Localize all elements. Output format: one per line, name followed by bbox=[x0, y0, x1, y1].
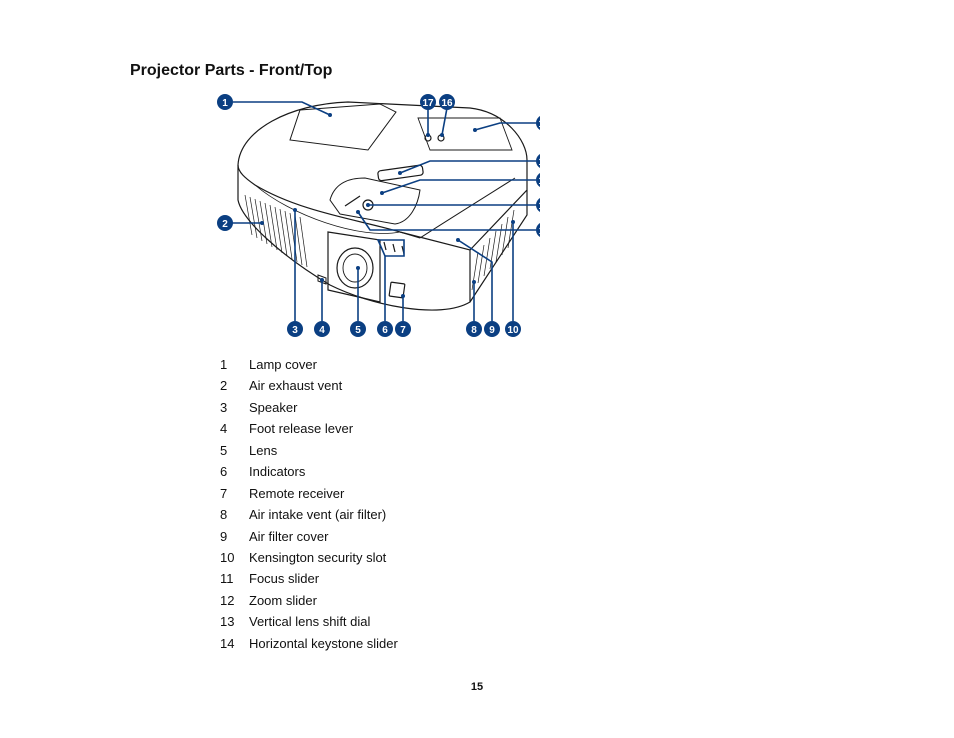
svg-text:13: 13 bbox=[538, 176, 540, 187]
callout-11: 11 bbox=[536, 223, 540, 237]
list-item: 4 Foot release lever bbox=[220, 418, 398, 439]
svg-text:11: 11 bbox=[539, 226, 540, 237]
list-item: 5 Lens bbox=[220, 440, 398, 461]
list-item: 3 Speaker bbox=[220, 397, 398, 418]
page-number: 15 bbox=[470, 681, 484, 693]
list-item: 12 Zoom slider bbox=[220, 590, 398, 611]
part-label: Foot release lever bbox=[249, 421, 354, 437]
projector-front-side bbox=[237, 165, 471, 311]
svg-text:6: 6 bbox=[382, 325, 388, 336]
projector-right-side bbox=[469, 190, 528, 303]
callout-1: 1 bbox=[217, 94, 233, 110]
part-number: 5 bbox=[220, 442, 228, 458]
part-label: Horizontal keystone slider bbox=[249, 635, 398, 651]
svg-text:7: 7 bbox=[400, 325, 406, 336]
part-label: Air exhaust vent bbox=[249, 378, 343, 394]
svg-text:3: 3 bbox=[292, 325, 298, 336]
list-item: 7 Remote receiver bbox=[220, 483, 398, 504]
svg-text:1: 1 bbox=[222, 98, 228, 109]
callout-13: 13 bbox=[536, 173, 540, 187]
svg-text:14: 14 bbox=[538, 157, 540, 168]
part-label: Remote receiver bbox=[249, 485, 345, 501]
lens-shape bbox=[336, 247, 374, 289]
exhaust-vent-grille bbox=[244, 194, 308, 268]
part-number: 4 bbox=[220, 421, 228, 437]
list-item: 13 Vertical lens shift dial bbox=[220, 611, 398, 632]
parts-list: 1 Lamp cover 2 Air exhaust vent 3 Speaker 4… bbox=[220, 354, 398, 654]
projector-top-outline bbox=[237, 101, 528, 251]
part-label: Focus slider bbox=[249, 571, 320, 587]
part-label: Lamp cover bbox=[249, 357, 317, 372]
callout-2: 2 bbox=[217, 215, 233, 231]
list-item: 11 Focus slider bbox=[220, 568, 398, 589]
list-item: 2 Air exhaust vent bbox=[220, 375, 398, 396]
part-number: 1 bbox=[220, 357, 228, 372]
callout-leaders bbox=[232, 101, 536, 321]
part-number: 14 bbox=[220, 635, 235, 651]
lamp-cover-shape bbox=[289, 103, 397, 151]
svg-text:8: 8 bbox=[471, 325, 477, 336]
svg-text:5: 5 bbox=[355, 325, 361, 336]
part-label: Kensington security slot bbox=[249, 549, 387, 565]
callout-12: 12 bbox=[536, 198, 540, 212]
part-label: Air filter cover bbox=[249, 528, 329, 544]
part-label: Lens bbox=[249, 442, 278, 458]
callout-16: 16 bbox=[439, 94, 455, 110]
svg-text:16: 16 bbox=[441, 98, 453, 109]
list-item: 8 Air intake vent (air filter) bbox=[220, 504, 398, 525]
part-number: 10 bbox=[220, 549, 235, 565]
callout-9: 9 bbox=[484, 321, 500, 337]
part-number: 9 bbox=[220, 528, 228, 544]
list-item: 10 Kensington security slot bbox=[220, 547, 398, 568]
part-number: 12 bbox=[220, 592, 235, 608]
callout-3: 3 bbox=[287, 321, 303, 337]
part-number: 7 bbox=[220, 485, 228, 501]
lens-housing bbox=[327, 231, 381, 303]
part-number: 13 bbox=[220, 614, 235, 630]
part-label: Zoom slider bbox=[249, 592, 317, 608]
part-label: Speaker bbox=[249, 399, 298, 415]
svg-text:12: 12 bbox=[538, 201, 540, 212]
part-number: 2 bbox=[220, 378, 228, 394]
callout-10: 10 bbox=[505, 321, 521, 337]
svg-text:17: 17 bbox=[422, 98, 434, 109]
page-title: Projector Parts - Front/Top bbox=[130, 62, 333, 79]
part-number: 11 bbox=[220, 571, 234, 587]
projector-drawing bbox=[237, 101, 528, 311]
svg-text:2: 2 bbox=[222, 219, 228, 230]
callout-17: 17 bbox=[420, 94, 436, 110]
part-number: 6 bbox=[220, 464, 228, 480]
list-item: 9 Air filter cover bbox=[220, 526, 398, 547]
svg-text:15: 15 bbox=[538, 119, 540, 130]
callout-15: 15 bbox=[536, 116, 540, 130]
callout-6: 6 bbox=[377, 321, 393, 337]
intake-vent-grille bbox=[471, 209, 515, 291]
projector-front-top-illustration: 1 2 3 4 5 6 7 8 9 10 11 12 13 14 15 16 1… bbox=[217, 94, 540, 337]
svg-text:10: 10 bbox=[507, 325, 519, 336]
svg-text:4: 4 bbox=[319, 325, 325, 336]
part-label: Air intake vent (air filter) bbox=[249, 507, 387, 523]
list-item: 6 Indicators bbox=[220, 461, 398, 482]
callout-7: 7 bbox=[395, 321, 411, 337]
part-number: 8 bbox=[220, 507, 228, 523]
callout-14: 14 bbox=[536, 154, 540, 168]
list-item: 14 Horizontal keystone slider bbox=[220, 633, 398, 654]
callout-5: 5 bbox=[350, 321, 366, 337]
callout-8: 8 bbox=[466, 321, 482, 337]
svg-text:9: 9 bbox=[489, 325, 495, 336]
part-label: Indicators bbox=[249, 464, 306, 480]
callout-4: 4 bbox=[314, 321, 330, 337]
part-number: 3 bbox=[220, 399, 228, 415]
part-label: Vertical lens shift dial bbox=[249, 614, 371, 630]
list-item: 1 Lamp cover bbox=[220, 354, 398, 375]
